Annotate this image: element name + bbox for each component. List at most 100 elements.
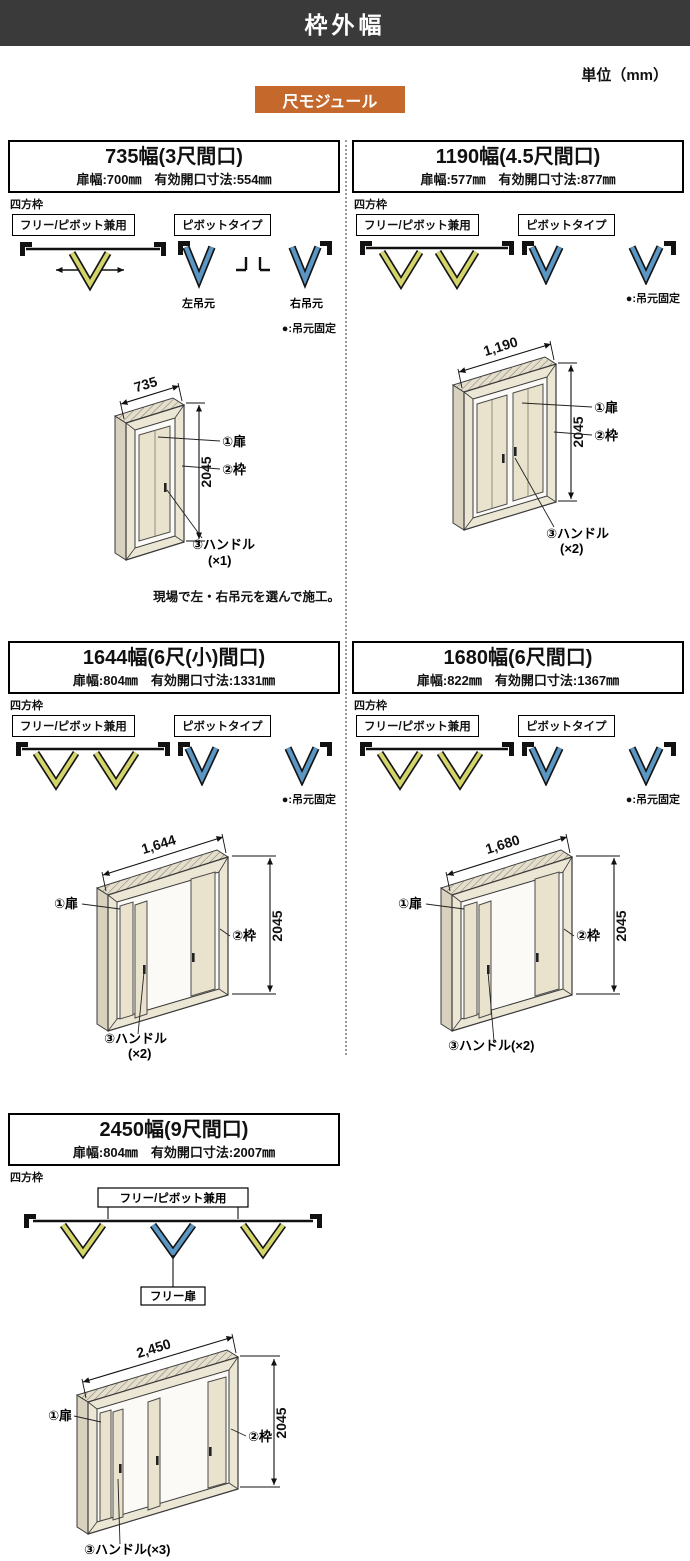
door-leaf-symbol-blue xyxy=(149,1222,197,1260)
hanger-bracket-icon xyxy=(178,742,190,756)
panel-735: 735幅(3尺間口) 扉幅:700㎜ 有効開口寸法:554㎜ 四方枠 フリー/ピ… xyxy=(8,140,340,605)
door-panel xyxy=(463,901,478,1020)
plan-schematics: フリー/ピボット兼用 xyxy=(8,715,340,807)
frame-callout: ②枠 xyxy=(222,462,246,477)
door-handle xyxy=(156,1456,159,1465)
door-leaf-symbol-yellow xyxy=(32,750,80,791)
hanger-bracket-icon xyxy=(664,742,676,756)
pivot-type-column: ピボットタイプ 左吊元 xyxy=(174,214,336,336)
door-panel xyxy=(99,1409,112,1522)
hanger-bracket-icon xyxy=(522,241,534,255)
callouts: ①扉 ②枠 ③ハンドル (×1) xyxy=(157,434,255,568)
door-handle xyxy=(487,965,490,974)
free-pivot-label: フリー/ピボット兼用 xyxy=(356,214,479,236)
door-leaf-symbol-yellow xyxy=(59,1222,107,1260)
free-pivot-plan-diagram xyxy=(360,742,514,791)
handle-callout: ③ハンドル(×3) xyxy=(84,1542,171,1557)
right-hang-label: 右吊元 xyxy=(289,296,323,310)
hanger-bracket-icon xyxy=(664,241,676,255)
height-dim-label: 2045 xyxy=(570,416,586,447)
pivot-type-label: ピボットタイプ xyxy=(174,715,271,737)
hanger-bracket-icon xyxy=(310,1214,322,1228)
hanger-bracket-icon xyxy=(158,742,170,756)
pivot-type-plan-diagram: 左吊元 右吊元 xyxy=(178,241,332,310)
hang-fixed-note: ●:吊元固定 xyxy=(281,323,336,335)
site-note: 現場で左・右吊元を選んで施工。 xyxy=(153,590,340,604)
door-leaf-symbol-yellow xyxy=(436,750,484,791)
door-leaf-symbol-yellow xyxy=(92,750,140,791)
door-handle xyxy=(119,1464,122,1473)
panel-subtitle: 扉幅:577㎜ 有効開口寸法:877㎜ xyxy=(420,172,616,187)
plan-schematics: フリー/ピボット兼用 ピボットタイプ xyxy=(8,214,340,336)
panel-subtitle: 扉幅:822㎜ 有効開口寸法:1367㎜ xyxy=(416,673,620,688)
panel-title: 2450幅(9尺間口) xyxy=(99,1119,249,1141)
hang-fixed-note: ●:吊元固定 xyxy=(625,293,680,305)
panel-subtitle: 扉幅:804㎜ 有効開口寸法:2007㎜ xyxy=(72,1145,276,1160)
hanger-bracket-icon xyxy=(502,241,514,255)
door-leaf-symbol-blue xyxy=(184,746,220,786)
iso-frame-diagram: 1,190 2045 ①扉 ②枠 ③ハンドル (×2) xyxy=(451,333,618,556)
door-callout: ①扉 xyxy=(48,1408,72,1423)
frame-side-face xyxy=(114,415,127,561)
free-pivot-plan-diagram: フリー/ピボット兼用 xyxy=(24,1187,322,1306)
height-dim-label: 2045 xyxy=(613,910,629,941)
door-leaf-symbol-blue xyxy=(528,746,564,786)
hanger-bracket-icon xyxy=(502,742,514,756)
door-handle xyxy=(209,1447,212,1456)
door-leaf-symbol-blue xyxy=(288,245,322,289)
callouts: ①扉 ②枠 ③ハンドル (×2) xyxy=(54,896,256,1061)
frame-callout: ②枠 xyxy=(576,928,600,943)
free-pivot-label: フリー/ピボット兼用 xyxy=(12,214,135,236)
page-title: 枠外幅 xyxy=(304,12,386,38)
page-header: 枠外幅 xyxy=(0,0,690,46)
panel-1190: 1190幅(4.5尺間口) 扉幅:577㎜ 有効開口寸法:877㎜ 四方枠 フリ… xyxy=(352,140,684,605)
hang-fixed-note: ●:吊元固定 xyxy=(625,794,680,806)
width-dimension: 735 xyxy=(119,373,183,420)
door-callout: ①扉 xyxy=(54,896,78,911)
top-area: 単位（mm） 尺モジュール xyxy=(0,46,690,120)
iso-frame-diagram: 1,644 2045 ①扉 ②枠 ③ハンドル (×2) xyxy=(54,831,285,1061)
panel-title-box: 1680幅(6尺間口) 扉幅:822㎜ 有効開口寸法:1367㎜ xyxy=(352,641,684,694)
hanger-bracket-icon xyxy=(522,742,534,756)
hanger-bracket-icon xyxy=(20,242,32,256)
free-pivot-label: フリー/ピボット兼用 xyxy=(12,715,135,737)
height-dim-label: 2045 xyxy=(198,456,214,487)
hanger-bracket-icon xyxy=(154,242,166,256)
panel-title: 1680幅(6尺間口) xyxy=(443,647,593,669)
pivot-type-column: ピボットタイプ ●:吊元固定 xyxy=(518,715,680,807)
panel-title: 1644幅(6尺(小)間口) xyxy=(82,647,266,669)
width-dim-label: 735 xyxy=(132,373,159,395)
free-pivot-plan-diagram xyxy=(16,742,170,791)
door-leaf-symbol-yellow xyxy=(239,1222,287,1260)
door-panel xyxy=(119,901,134,1020)
handle-callout: ③ハンドル xyxy=(192,537,255,552)
pivot-type-label: ピボットタイプ xyxy=(518,214,615,236)
pivot-type-plan-diagram xyxy=(522,241,676,285)
four-side-frame-label: 四方枠 xyxy=(10,700,43,712)
door-panel xyxy=(478,900,492,1019)
door-callout: ①扉 xyxy=(222,434,246,449)
four-side-frame-label: 四方枠 xyxy=(354,199,387,211)
handle-count: (×1) xyxy=(208,553,231,568)
pivot-type-plan-diagram xyxy=(178,742,332,786)
height-dimension: 2045 xyxy=(232,855,285,995)
iso-frame-diagram: 1,680 2045 ①扉 ②枠 ③ハンドル(×2) xyxy=(398,831,629,1053)
door-panel xyxy=(138,425,171,542)
hanger-bracket-icon xyxy=(16,742,28,756)
hanger-bracket-icon xyxy=(178,241,190,255)
four-side-frame-label: 四方枠 xyxy=(10,199,43,211)
hanger-bracket-icon xyxy=(320,241,332,255)
door-handle xyxy=(536,953,539,962)
hanger-bracket-icon xyxy=(360,241,372,255)
pivot-socket-icon xyxy=(258,257,270,272)
free-pivot-plan-diagram xyxy=(20,242,166,292)
door-panel xyxy=(147,1397,161,1511)
frame-side-face xyxy=(96,887,109,1032)
pivot-type-label: ピボットタイプ xyxy=(174,214,271,236)
pivot-type-column: ピボットタイプ ●:吊元固定 xyxy=(174,715,336,807)
door-handle xyxy=(164,483,167,492)
door-leaf-symbol-yellow xyxy=(434,250,480,291)
free-pivot-column: フリー/ピボット兼用 xyxy=(12,214,174,336)
door-callout: ①扉 xyxy=(594,400,618,415)
pivot-type-column: ピボットタイプ ●:吊元固定 xyxy=(518,214,680,306)
